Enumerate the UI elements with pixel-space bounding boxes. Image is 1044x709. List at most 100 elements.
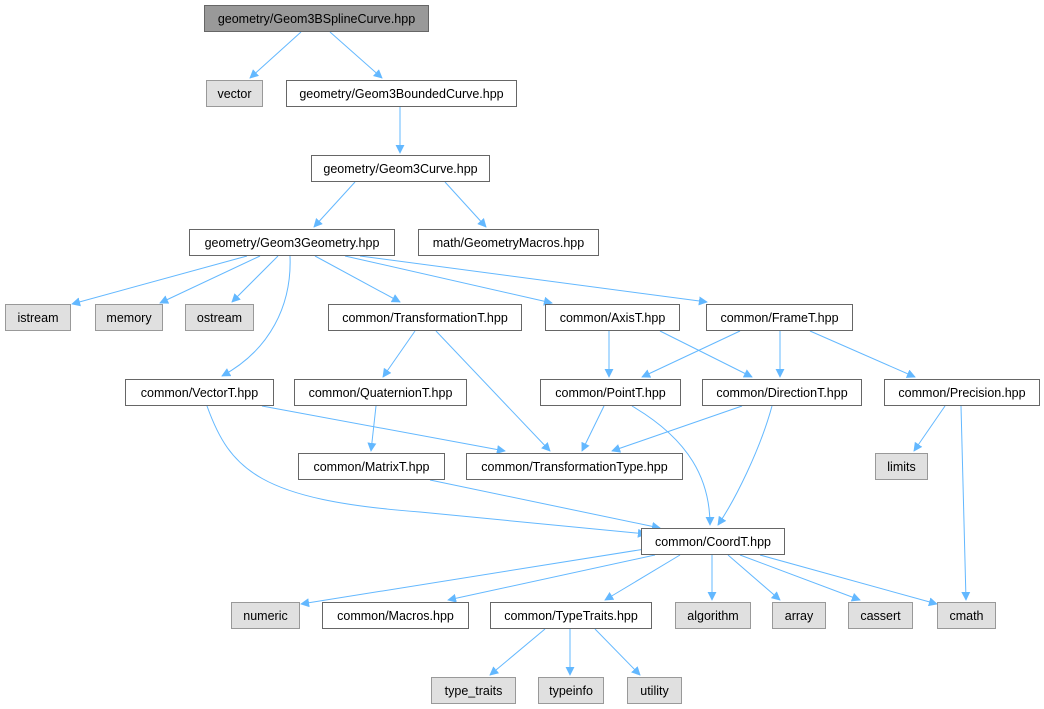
edge-root-to-vector	[249, 31, 302, 79]
node-box	[5, 304, 71, 331]
node-label: array	[785, 609, 814, 623]
node-direction[interactable]: common/DirectionT.hpp	[702, 379, 862, 406]
edge-point-to-coord	[631, 405, 715, 526]
node-layer: geometry/Geom3BSplineCurve.hpp vector geom…	[5, 5, 1040, 704]
node-cassert: cassert	[848, 602, 913, 629]
node-vectort[interactable]: common/VectorT.hpp	[125, 379, 274, 406]
node-box	[848, 602, 913, 629]
node-label: math/GeometryMacros.hpp	[433, 236, 584, 250]
node-box	[772, 602, 826, 629]
edge-point-to-ttype	[581, 405, 605, 452]
node-label: geometry/Geom3Geometry.hpp	[205, 236, 380, 250]
node-label: istream	[18, 311, 59, 325]
node-precision[interactable]: common/Precision.hpp	[884, 379, 1040, 406]
node-box	[538, 677, 604, 704]
node-box	[204, 5, 429, 32]
node-label: common/MatrixT.hpp	[313, 460, 429, 474]
node-box	[418, 229, 599, 256]
node-bounded[interactable]: geometry/Geom3BoundedCurve.hpp	[286, 80, 517, 107]
node-box	[675, 602, 751, 629]
edge-typetraits-to-type_traits	[489, 628, 546, 676]
node-label: geometry/Geom3Curve.hpp	[323, 162, 477, 176]
node-box	[641, 528, 785, 555]
node-curve[interactable]: geometry/Geom3Curve.hpp	[311, 155, 490, 182]
node-box	[937, 602, 996, 629]
node-label: common/TypeTraits.hpp	[504, 609, 638, 623]
node-box	[231, 602, 300, 629]
node-label: common/PointT.hpp	[555, 386, 666, 400]
edge-frame-to-precision	[809, 330, 916, 378]
node-label: common/DirectionT.hpp	[716, 386, 847, 400]
node-label: memory	[106, 311, 152, 325]
node-frame[interactable]: common/FrameT.hpp	[706, 304, 853, 331]
edge-geometry-to-istream	[71, 255, 248, 307]
edge-geometry-to-memory	[159, 255, 261, 304]
node-box	[466, 453, 683, 480]
node-typetraits[interactable]: common/TypeTraits.hpp	[490, 602, 652, 629]
edge-axis-to-direction	[659, 330, 753, 378]
node-label: type_traits	[445, 684, 503, 698]
node-geometry[interactable]: geometry/Geom3Geometry.hpp	[189, 229, 395, 256]
node-box	[298, 453, 445, 480]
node-macros[interactable]: common/Macros.hpp	[322, 602, 469, 629]
node-box	[706, 304, 853, 331]
node-box	[311, 155, 490, 182]
edge-matrix-to-coord	[429, 479, 661, 531]
edge-coord-to-cmath	[759, 554, 938, 607]
edge-coord-to-numeric	[300, 548, 646, 608]
node-root[interactable]: geometry/Geom3BSplineCurve.hpp	[204, 5, 429, 32]
node-label: utility	[640, 684, 669, 698]
node-label: numeric	[243, 609, 287, 623]
edge-vectort-to-ttype	[261, 405, 506, 454]
edge-root-to-bounded	[329, 31, 383, 79]
edge-curve-to-geometry	[313, 181, 356, 228]
node-istream: istream	[5, 304, 71, 331]
node-transf[interactable]: common/TransformationT.hpp	[328, 304, 522, 331]
node-ostream: ostream	[185, 304, 254, 331]
node-box	[294, 379, 467, 406]
node-label: common/Precision.hpp	[898, 386, 1025, 400]
node-box	[322, 602, 469, 629]
edge-quat-to-matrix	[367, 405, 377, 452]
node-label: common/Macros.hpp	[337, 609, 454, 623]
node-array: array	[772, 602, 826, 629]
node-matrix[interactable]: common/MatrixT.hpp	[298, 453, 445, 480]
node-label: common/QuaternionT.hpp	[309, 386, 453, 400]
edge-vectort-to-coord	[206, 405, 647, 538]
node-axis[interactable]: common/AxisT.hpp	[545, 304, 680, 331]
node-typeinfo: typeinfo	[538, 677, 604, 704]
node-label: common/VectorT.hpp	[141, 386, 258, 400]
node-memory: memory	[95, 304, 163, 331]
edge-layer	[71, 31, 971, 676]
node-box	[431, 677, 516, 704]
node-ttype[interactable]: common/TransformationType.hpp	[466, 453, 683, 480]
edge-coord-to-cassert	[739, 554, 861, 602]
node-coord[interactable]: common/CoordT.hpp	[641, 528, 785, 555]
node-box	[540, 379, 681, 406]
node-box	[125, 379, 274, 406]
node-gmacros[interactable]: math/GeometryMacros.hpp	[418, 229, 599, 256]
node-label: geometry/Geom3BoundedCurve.hpp	[299, 87, 503, 101]
node-vector: vector	[206, 80, 263, 107]
node-label: limits	[887, 460, 915, 474]
node-quat[interactable]: common/QuaternionT.hpp	[294, 379, 467, 406]
edge-transf-to-ttype	[435, 330, 551, 452]
edge-coord-to-macros	[447, 554, 656, 603]
edge-direction-to-coord	[717, 405, 773, 526]
node-utility: utility	[627, 677, 682, 704]
node-box	[286, 80, 517, 107]
node-box	[884, 379, 1040, 406]
node-box	[545, 304, 680, 331]
node-point[interactable]: common/PointT.hpp	[540, 379, 681, 406]
node-label: cassert	[860, 609, 901, 623]
edge-precision-to-cmath	[960, 405, 971, 601]
node-label: ostream	[197, 311, 242, 325]
node-cmath: cmath	[937, 602, 996, 629]
node-algorithm: algorithm	[675, 602, 751, 629]
edge-geometry-to-ostream	[231, 255, 279, 303]
node-label: common/FrameT.hpp	[720, 311, 838, 325]
node-label: cmath	[949, 609, 983, 623]
edge-frame-to-point	[641, 330, 741, 378]
edge-coord-to-typetraits	[604, 554, 681, 601]
